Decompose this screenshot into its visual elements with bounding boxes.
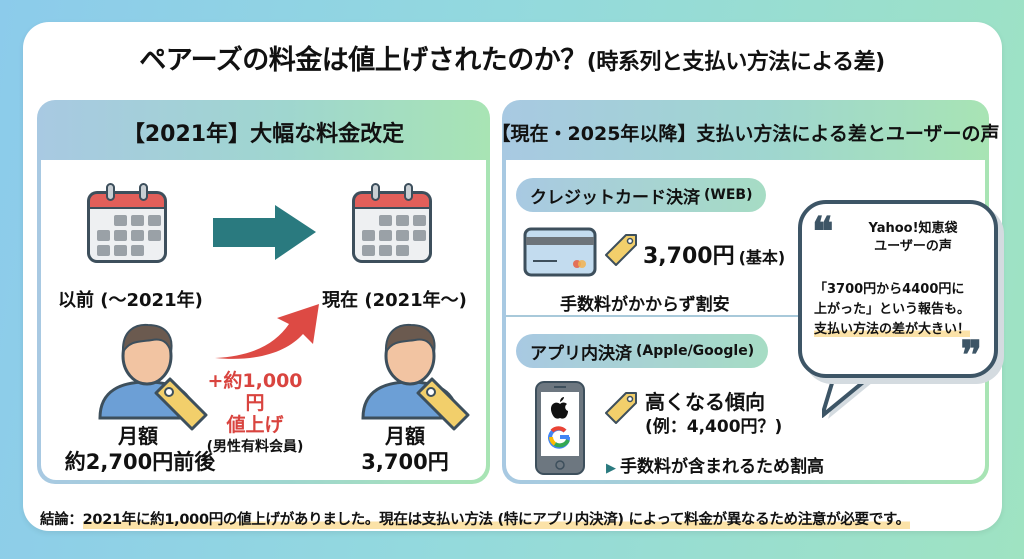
open-quote-icon: ❝ xyxy=(812,208,834,255)
title-main: ペアーズの料金は値上げされたのか？ xyxy=(139,45,587,76)
in-app-description: ▶手数料が含まれるため割高 xyxy=(606,457,824,477)
credit-price: 3,700円(基本) xyxy=(643,244,786,269)
bullet-triangle-icon: ▶ xyxy=(606,461,616,476)
in-app-pill: アプリ内決済(Apple/Google) xyxy=(516,334,769,368)
price-tag-icon xyxy=(154,377,208,431)
price-increase: +約1,000円 値上げ (男性有料会員) xyxy=(200,370,310,458)
user-voice-bubble: ❝ Yahoo!知恵袋 ユーザーの声 「3700円から4400円に 上がった」と… xyxy=(798,200,998,378)
bubble-source-line2: ユーザーの声 xyxy=(874,239,952,254)
calendar-icon xyxy=(352,183,432,263)
close-quote-icon: ❞ xyxy=(960,332,982,379)
price-tag-icon xyxy=(605,392,637,424)
in-app-trend: 高くなる傾向 xyxy=(645,390,765,414)
increase-label: 値上げ xyxy=(226,414,284,436)
price-revision-header: 【2021年】大幅な料金改定 xyxy=(122,122,405,147)
in-app-example: (例：4,400円？) xyxy=(645,417,783,437)
bubble-text: 「3700円から4400円に 上がった」という報告も。 支払い方法の差が大きい！ xyxy=(814,282,971,337)
arrow-right-icon xyxy=(213,205,316,260)
calendar-icon xyxy=(87,183,167,263)
increase-amount: +約1,000円 xyxy=(207,370,303,414)
credit-card-icon xyxy=(523,227,597,277)
credit-card-pill: クレジットカード決済(WEB) xyxy=(516,178,767,212)
price-tag-icon xyxy=(416,377,470,431)
conclusion-label: 結論： xyxy=(40,512,83,528)
bubble-source-line1: Yahoo!知恵袋 xyxy=(868,221,958,236)
price-tag-icon xyxy=(605,234,637,266)
after-price: 3,700円 xyxy=(361,450,449,474)
conclusion: 結論：2021年に約1,000円の値上げがありました。現在は支払い方法 (特にア… xyxy=(40,508,910,529)
section-divider xyxy=(506,315,985,317)
increase-note: (男性有料会員) xyxy=(206,439,304,455)
after-period-label: 現在 (2021年〜) xyxy=(322,290,467,311)
title-sub: (時系列と支払い方法による差) xyxy=(586,50,885,75)
before-monthly-label: 月額 xyxy=(118,424,158,448)
before-price: 約2,700円前後 xyxy=(64,450,216,474)
credit-description: 手数料がかからず割安 xyxy=(560,295,730,315)
trend-up-arrow-icon xyxy=(215,304,319,359)
before-period-label: 以前 (〜2021年) xyxy=(58,290,203,311)
page-title: ペアーズの料金は値上げされたのか？(時系列と支払い方法による差) xyxy=(0,38,1024,77)
payment-method-header: 【現在・2025年以降】支払い方法による差とユーザーの声 xyxy=(491,122,1000,145)
conclusion-text: 2021年に約1,000円の値上げがありました。現在は支払い方法 (特にアプリ内… xyxy=(82,512,910,529)
smartphone-icon xyxy=(535,381,585,475)
after-monthly-label: 月額 xyxy=(385,424,425,448)
